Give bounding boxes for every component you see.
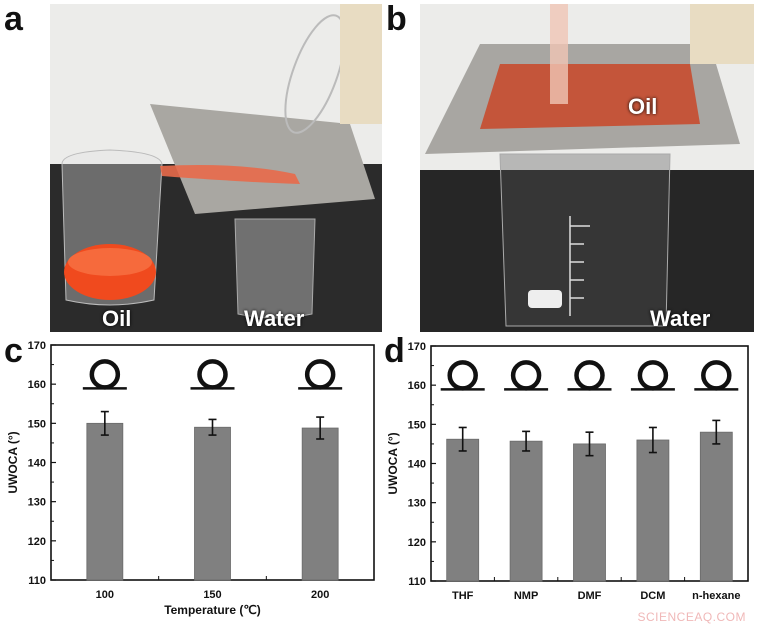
- bar: [301, 427, 339, 581]
- panel-label-a: a: [4, 0, 23, 38]
- y-tick-label: 140: [28, 458, 46, 470]
- x-tick-label: THF: [452, 590, 474, 602]
- bar: [446, 438, 480, 582]
- oil-droplet-icon: [574, 360, 605, 391]
- x-tick-label: DCM: [640, 590, 665, 602]
- bar: [86, 422, 124, 581]
- water-label-b: Water: [650, 306, 711, 331]
- y-tick-label: 130: [28, 497, 46, 509]
- bar: [699, 431, 733, 582]
- panel-label-d: d: [384, 332, 405, 370]
- y-tick-label: 140: [408, 459, 426, 471]
- y-tick-label: 170: [408, 341, 426, 353]
- y-tick-label: 130: [408, 498, 426, 510]
- y-tick-label: 160: [28, 379, 46, 391]
- x-tick-label: 100: [96, 589, 114, 601]
- x-tick-label: 200: [311, 589, 329, 601]
- y-axis-label: UWOCA (°): [6, 431, 20, 493]
- oil-droplet-icon: [89, 359, 121, 390]
- x-tick-label: n-hexane: [692, 590, 740, 602]
- watermark: SCIENCEAQ.COM: [637, 610, 746, 624]
- y-tick-label: 160: [408, 380, 426, 392]
- panel-label-c: c: [4, 332, 23, 370]
- y-tick-label: 110: [408, 576, 426, 588]
- x-tick-label: NMP: [514, 590, 538, 602]
- y-tick-label: 110: [28, 575, 46, 587]
- x-tick-label: DMF: [578, 590, 602, 602]
- bar: [636, 439, 670, 582]
- oil-droplet-icon: [304, 359, 336, 390]
- oil-droplet-icon: [197, 359, 228, 390]
- oil-droplet-icon: [447, 360, 478, 391]
- photo-panel-b: Oil Water: [420, 4, 754, 332]
- oil-droplet-icon: [637, 360, 669, 391]
- bar: [573, 443, 606, 582]
- oil-droplet-icon: [510, 360, 542, 391]
- oil-droplet-icon: [701, 360, 732, 391]
- bar: [509, 440, 543, 582]
- x-axis-label: Temperature (℃): [164, 603, 261, 617]
- oil-label-a: Oil: [102, 306, 132, 331]
- oil-label-b: Oil: [628, 94, 658, 119]
- bar: [194, 426, 231, 581]
- y-axis-label: UWOCA (°): [386, 432, 400, 494]
- photo-panel-a: Oil Water: [50, 4, 382, 332]
- water-label-a: Water: [244, 306, 305, 331]
- y-tick-label: 150: [28, 418, 46, 430]
- y-tick-label: 120: [408, 537, 426, 549]
- x-tick-label: 150: [203, 589, 221, 601]
- panel-label-b: b: [386, 0, 407, 38]
- y-tick-label: 120: [28, 536, 46, 548]
- y-tick-label: 170: [28, 340, 46, 352]
- y-tick-label: 150: [408, 419, 426, 431]
